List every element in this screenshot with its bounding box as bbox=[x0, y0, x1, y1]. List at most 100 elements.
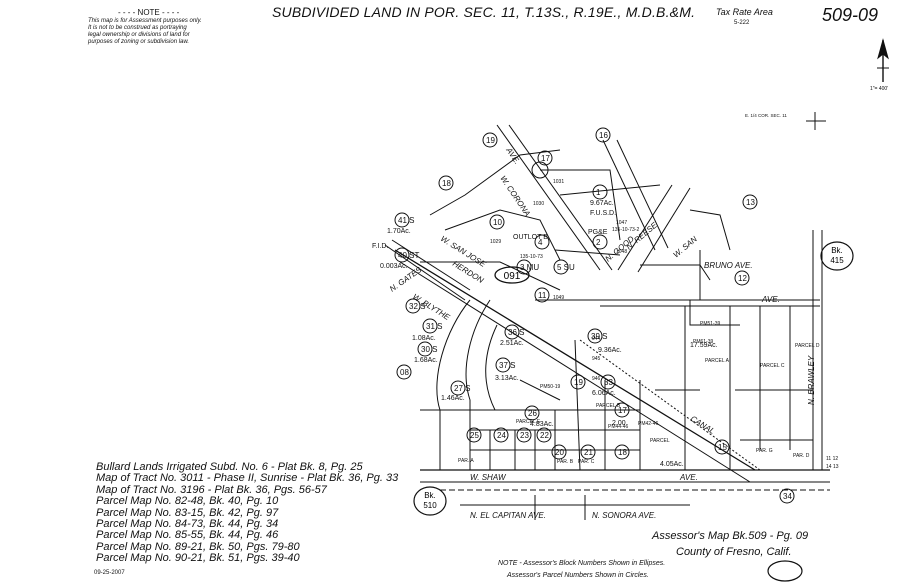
parcel-number: 17 bbox=[618, 406, 627, 415]
lot-label: PM44-46 bbox=[608, 424, 629, 430]
footer-map-reference: Assessor's Map Bk.509 - Pg. 09 bbox=[652, 530, 809, 542]
parcel-number: 22 bbox=[540, 431, 549, 440]
parcel-circle bbox=[536, 427, 552, 443]
parcel-number: 34 bbox=[783, 492, 792, 501]
lot-label: PARCEL C bbox=[760, 363, 785, 369]
parcel-number: 40 ST bbox=[398, 251, 419, 260]
block-number: 091 bbox=[504, 271, 521, 282]
lot-label: 11 12 bbox=[826, 456, 838, 462]
parcel-number: 30 S bbox=[421, 345, 437, 354]
street-label: AVE. bbox=[761, 295, 780, 304]
parcel-circle bbox=[489, 214, 505, 230]
north-arrow-icon bbox=[877, 38, 889, 82]
parcel-circle bbox=[734, 270, 750, 286]
book-ref-label: Bk. bbox=[424, 491, 436, 500]
acreage-label: 1.70Ac. bbox=[387, 228, 411, 235]
parcel-circle bbox=[438, 175, 454, 191]
lot-label: PARCEL E bbox=[516, 419, 541, 425]
parcel-number: 33 bbox=[604, 378, 613, 387]
lot-label: PAR. G bbox=[756, 448, 773, 454]
book-ref-value: 415 bbox=[830, 256, 844, 265]
parcel-circle bbox=[493, 427, 509, 443]
lot-label: PAR. D bbox=[793, 453, 810, 459]
parcel-circle bbox=[405, 298, 421, 314]
parcel-circle bbox=[553, 259, 569, 275]
parcel-number: 25 bbox=[470, 431, 479, 440]
parcel-circle bbox=[592, 184, 608, 200]
parcel-circle bbox=[600, 374, 616, 390]
book-ref-label: Bk. bbox=[831, 246, 843, 255]
note-title: - - - - NOTE - - - - bbox=[118, 8, 180, 17]
acreage-label: 1.68Ac. bbox=[414, 357, 438, 364]
reference-line: Parcel Map No. 90-21, Bk. 51, Pgs. 39-40 bbox=[96, 552, 300, 565]
map-number: 509-09 bbox=[822, 5, 879, 25]
reference-line: Bullard Lands Irrigated Subd. No. 6 - Pl… bbox=[96, 461, 363, 473]
parcel-circle bbox=[742, 194, 758, 210]
parcel-number: 20 bbox=[555, 448, 564, 457]
acreage-label: OUTLOT B bbox=[513, 234, 548, 241]
note-line: legal ownership or divisions of land for bbox=[88, 32, 190, 38]
parcel-circle bbox=[570, 374, 586, 390]
acreage-label: 9.36Ac. bbox=[598, 347, 622, 354]
lot-label: 946 bbox=[592, 376, 601, 382]
map-references: Bullard Lands Irrigated Subd. No. 6 - Pl… bbox=[96, 461, 399, 565]
reference-line: Parcel Map No. 89-21, Bk. 50, Pgs. 79-80 bbox=[96, 540, 300, 553]
street-label: N. SONORA AVE. bbox=[592, 511, 656, 520]
parcel-circle bbox=[516, 427, 532, 443]
reference-line: Parcel Map No. 85-55, Bk. 44, Pg. 46 bbox=[96, 529, 279, 542]
lot-label: PARCEL B bbox=[596, 403, 621, 409]
lot-label: 944 bbox=[592, 336, 601, 342]
parcel-number: 41 S bbox=[398, 216, 414, 225]
parcel-circle bbox=[595, 127, 611, 143]
acreage-label: 6.06Ac. bbox=[592, 390, 616, 397]
parcel-circle bbox=[495, 357, 511, 373]
parcel-circle bbox=[779, 488, 795, 504]
section-corner-label: E. 1/4 COR. SEC. 11 bbox=[745, 113, 787, 118]
map-date: 09-25-2007 bbox=[94, 570, 125, 576]
parcel-number: 23 bbox=[520, 431, 529, 440]
lot-label: 14 13 bbox=[826, 464, 839, 470]
book-ref-ellipse bbox=[413, 486, 447, 516]
parcel-circle bbox=[534, 287, 550, 303]
lot-label: PARCEL A bbox=[705, 358, 730, 364]
acreage-label: 3.13Ac. bbox=[495, 375, 519, 382]
parcel-circle bbox=[714, 439, 730, 455]
lot-label: 135-10-73 bbox=[520, 254, 543, 260]
street-label: N. BRAWLEY bbox=[807, 355, 816, 405]
lot-label: PM61-39 bbox=[693, 339, 714, 345]
parcel-number: 4 bbox=[538, 238, 543, 247]
parcel-number: 18 bbox=[442, 179, 451, 188]
parcel-number: 11 bbox=[538, 291, 547, 300]
acreage-label: F.I.D. bbox=[372, 243, 388, 250]
acreage-label: 1.08Ac. bbox=[412, 335, 436, 342]
parcel-number: 19 bbox=[486, 136, 495, 145]
parcel-number: 21 bbox=[584, 448, 593, 457]
reference-line: Parcel Map No. 82-48, Bk. 40, Pg. 10 bbox=[96, 495, 279, 508]
parcel-number: 17 bbox=[541, 154, 550, 163]
acreage-label: 4.83Ac. bbox=[530, 421, 554, 428]
parcel-circle bbox=[580, 444, 596, 460]
scale-label: 1"= 400' bbox=[870, 86, 889, 92]
parcel-circle bbox=[504, 324, 520, 340]
legend-block-note: NOTE - Assessor's Block Numbers Shown in… bbox=[498, 560, 666, 567]
parcel-number: 19 bbox=[574, 378, 583, 387]
lot-label: 1029 bbox=[490, 239, 501, 245]
parcel-number: 1 bbox=[596, 188, 601, 197]
reference-line: Parcel Map No. 84-73, Bk. 44, Pg. 34 bbox=[96, 518, 279, 531]
parcel-number: 16 bbox=[599, 131, 608, 140]
parcel-circle bbox=[524, 405, 540, 421]
lot-label: PM42-46 bbox=[638, 421, 659, 427]
parcel-number: 36 S bbox=[508, 328, 524, 337]
parcel-number: 27 S bbox=[454, 384, 470, 393]
parcel-number: 12 bbox=[738, 274, 747, 283]
street-label: N. EL CAPITAN AVE. bbox=[470, 511, 546, 520]
reference-line: Map of Tract No. 3011 - Phase II, Sunris… bbox=[96, 472, 399, 485]
lot-label: PAR. A bbox=[458, 458, 474, 464]
parcel-number: 5 SU bbox=[557, 263, 575, 272]
parcel-circle bbox=[592, 234, 608, 250]
tax-rate-area-label: Tax Rate Area bbox=[716, 7, 773, 17]
parcel-number: 37 S bbox=[499, 361, 515, 370]
lot-label: 1048 bbox=[616, 249, 627, 255]
parcel-circle bbox=[587, 328, 603, 344]
